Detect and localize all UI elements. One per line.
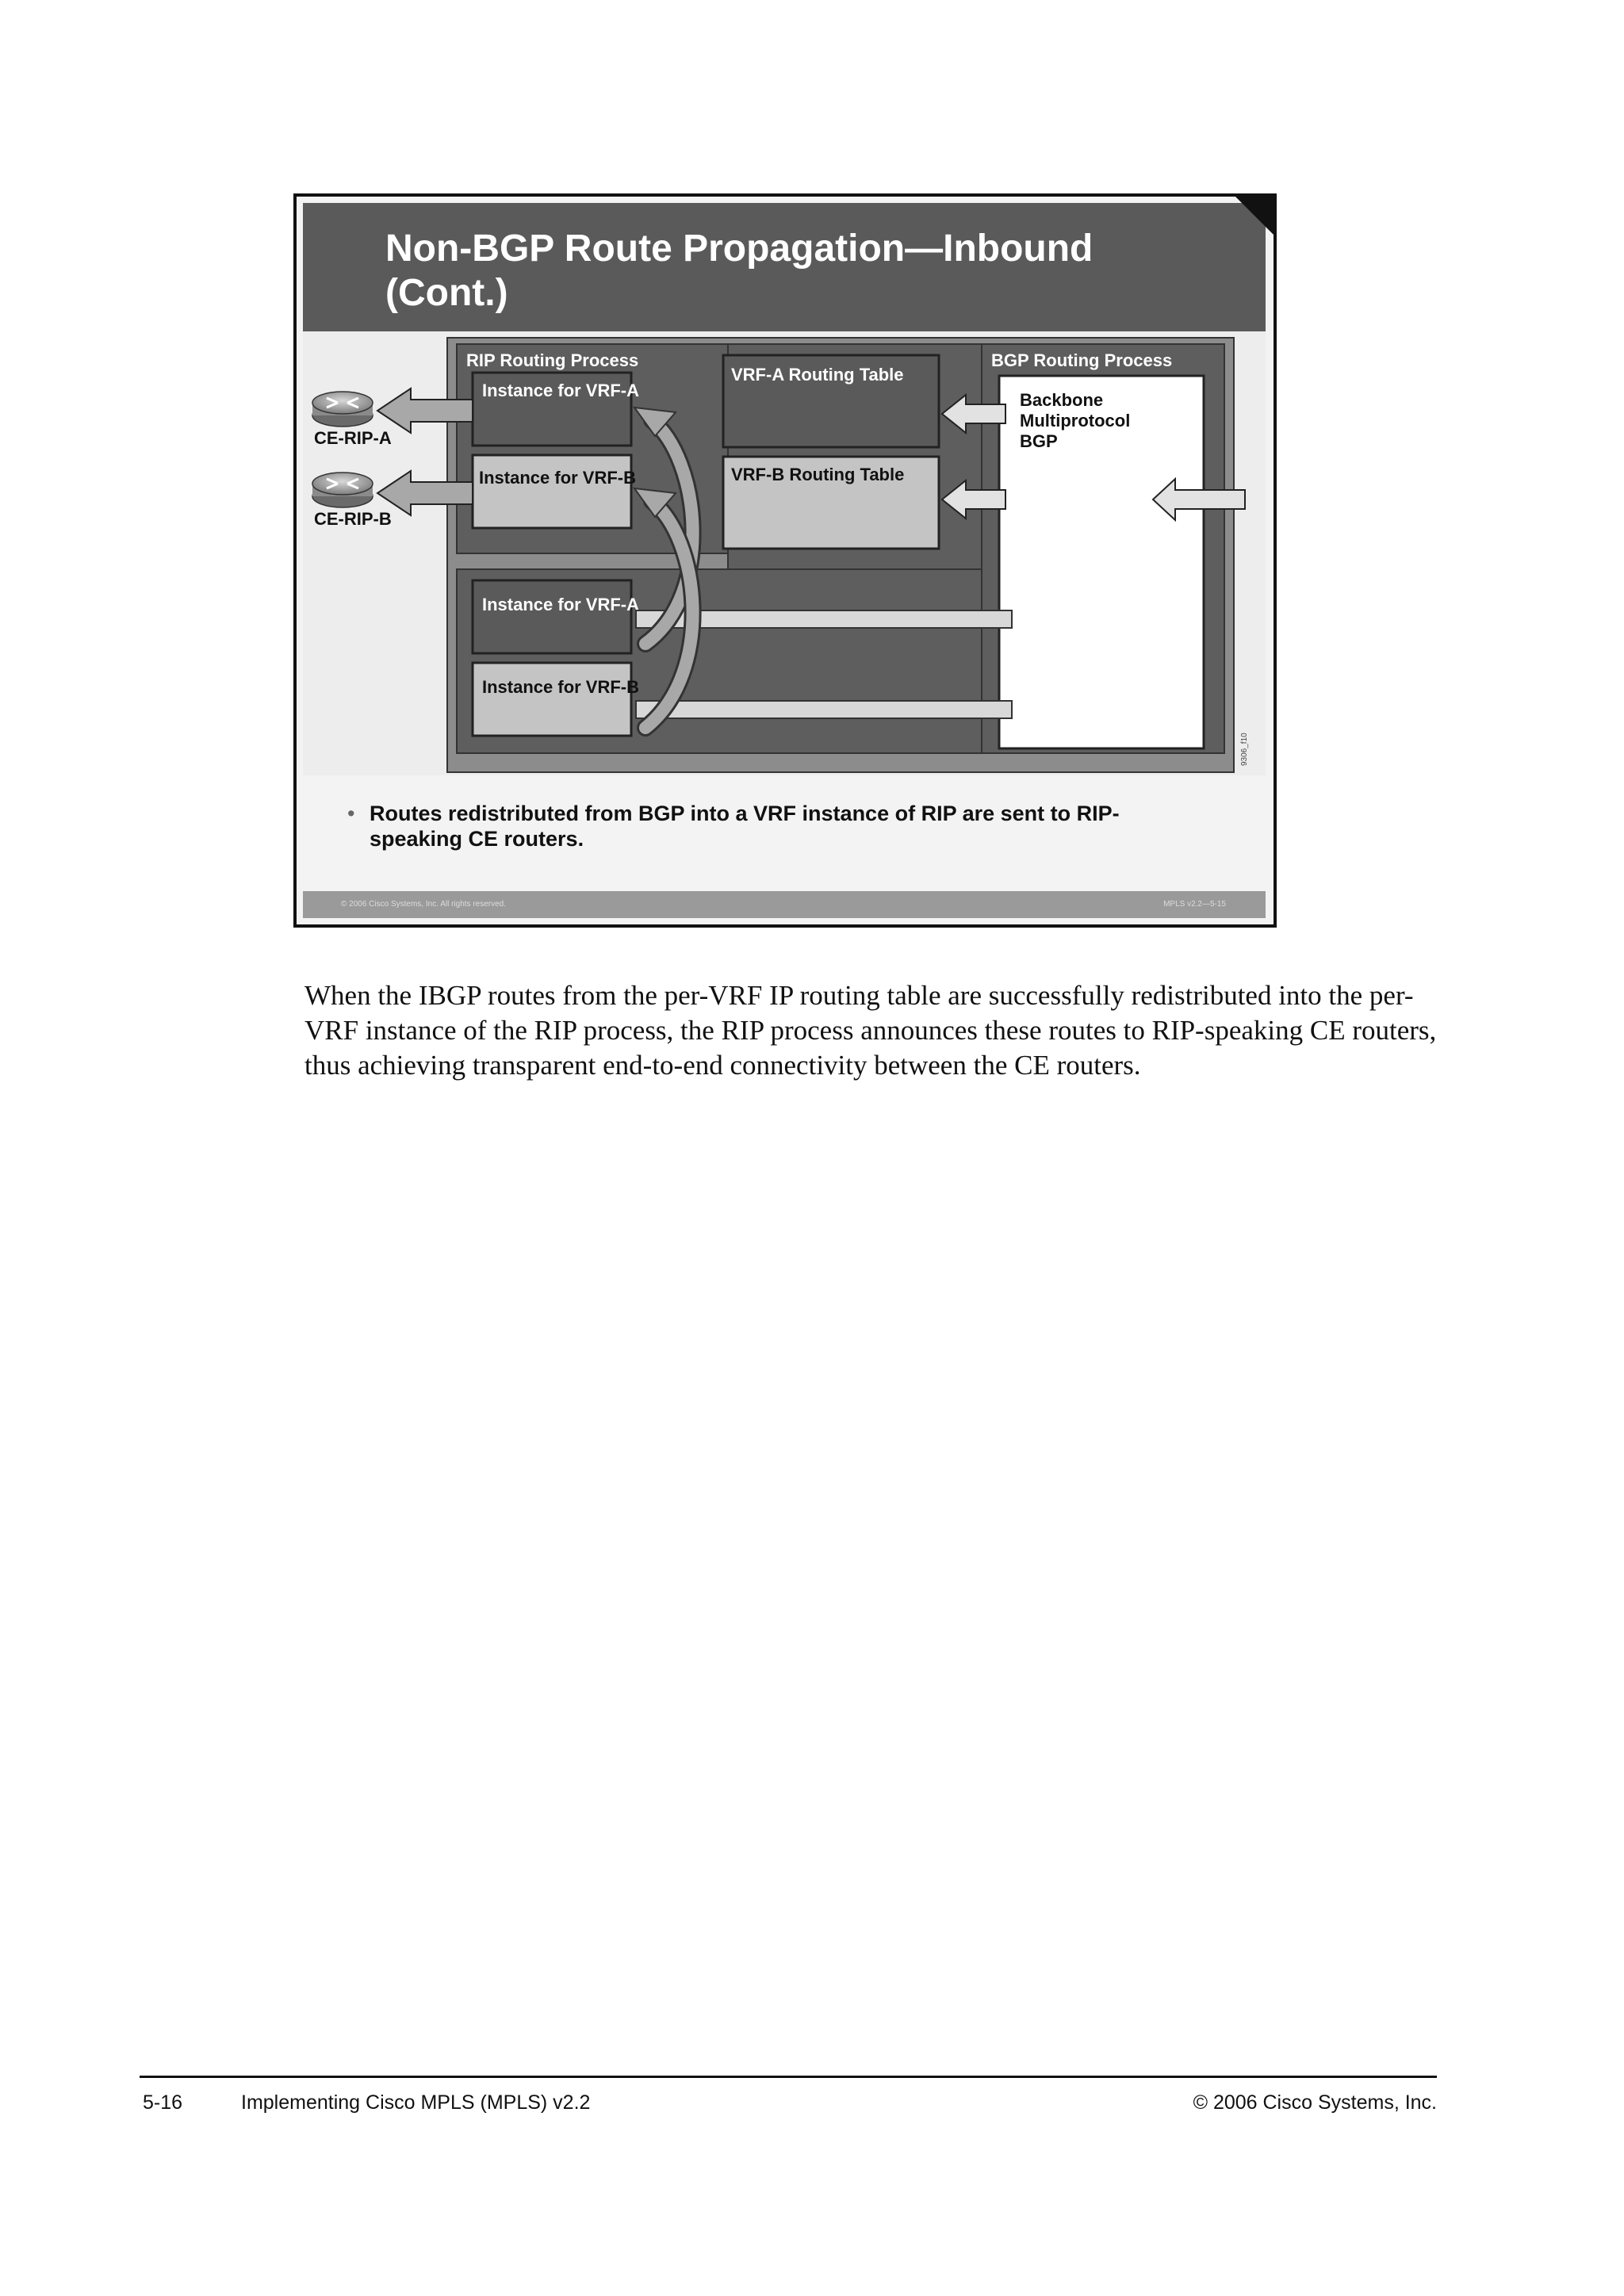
figure-id: 9306_f10 bbox=[1240, 733, 1249, 766]
router-icon bbox=[312, 391, 373, 427]
footer-rule bbox=[140, 2076, 1437, 2078]
router-label: CE-RIP-A bbox=[314, 428, 392, 448]
bgp-box bbox=[998, 374, 1205, 750]
rip-process-label: RIP Routing Process bbox=[466, 350, 638, 370]
rip-instance-label: Instance for VRF-A bbox=[482, 595, 639, 614]
slide-title: Non-BGP Route Propagation—Inbound (Cont.… bbox=[385, 228, 1094, 314]
bgp-process-label: BGP Routing Process bbox=[991, 350, 1172, 370]
rip-instance-label: Instance for VRF-B bbox=[482, 677, 639, 697]
route-arrow-left bbox=[376, 469, 473, 517]
redistribution-arrowhead bbox=[632, 487, 677, 519]
page-copyright: © 2006 Cisco Systems, Inc. bbox=[1193, 2091, 1437, 2114]
body-paragraph: When the IBGP routes from the per-VRF IP… bbox=[304, 980, 1437, 1081]
bullet-text: Routes redistributed from BGP into a VRF… bbox=[370, 802, 1120, 851]
incoming-arrow bbox=[1151, 476, 1246, 522]
page-number: 5-16 bbox=[143, 2091, 183, 2114]
redistribution-bar bbox=[635, 700, 1013, 719]
vrf-b-table-box bbox=[722, 455, 940, 550]
route-propagation-diagram: RIP Routing Process BGP Routing Process … bbox=[312, 337, 1249, 773]
vrf-a-table-label: VRF-A Routing Table bbox=[731, 365, 904, 385]
slide-header: Non-BGP Route Propagation—Inbound (Cont.… bbox=[303, 203, 1266, 331]
rip-instance-box bbox=[471, 453, 633, 530]
slide-copyright: © 2006 Cisco Systems, Inc. All rights re… bbox=[341, 900, 507, 909]
diagram-area: RIP Routing Process BGP Routing Process … bbox=[303, 331, 1266, 775]
slide-number: MPLS v2.2—5-15 bbox=[1163, 900, 1226, 909]
redistribution-arrowhead bbox=[632, 406, 677, 438]
rip-instance-label: Instance for VRF-A bbox=[482, 381, 639, 400]
vrf-a-table-box bbox=[722, 354, 940, 449]
slide: Non-BGP Route Propagation—Inbound (Cont.… bbox=[293, 193, 1277, 928]
rip-instance-box bbox=[471, 661, 633, 737]
redistribution-arrow bbox=[639, 495, 699, 734]
route-arrow-left bbox=[940, 478, 1006, 521]
bgp-box-line: Backbone bbox=[1020, 390, 1103, 410]
corner-mark bbox=[1235, 197, 1274, 235]
route-arrow-left bbox=[940, 392, 1006, 435]
vrf-b-table-label: VRF-B Routing Table bbox=[731, 465, 904, 484]
redistribution-arrow bbox=[639, 414, 699, 650]
course-title: Implementing Cisco MPLS (MPLS) v2.2 bbox=[241, 2091, 591, 2114]
route-arrow-left bbox=[376, 387, 473, 434]
rip-instance-label: Instance for VRF-B bbox=[479, 468, 636, 488]
redistribution-bar bbox=[635, 610, 1013, 629]
bgp-box-line: BGP bbox=[1020, 431, 1058, 451]
router-label: CE-RIP-B bbox=[314, 509, 392, 529]
bullet-dot: • bbox=[347, 802, 355, 825]
slide-bullet: • Routes redistributed from BGP into a V… bbox=[347, 801, 1210, 851]
slide-footer: © 2006 Cisco Systems, Inc. All rights re… bbox=[303, 891, 1266, 918]
bgp-box-line: Multiprotocol bbox=[1020, 411, 1130, 430]
rip-instance-box bbox=[471, 579, 633, 655]
router-icon bbox=[312, 472, 373, 508]
